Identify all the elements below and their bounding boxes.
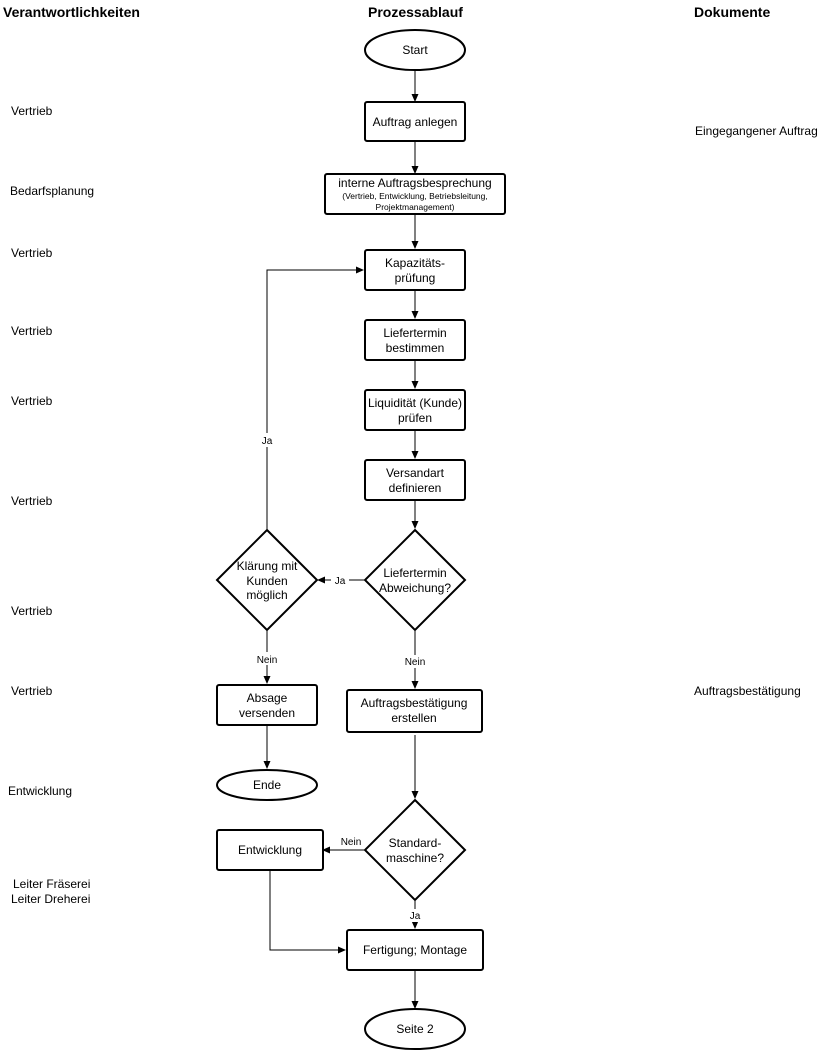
responsibility-label: Leiter Dreherei	[11, 892, 91, 906]
responsibility-label: Entwicklung	[8, 784, 73, 798]
decision-klaerung	[215, 528, 319, 632]
process-box-versandart	[364, 459, 466, 501]
ende-label: Ende	[253, 778, 281, 792]
document-label: Auftragsbestätigung	[694, 684, 801, 698]
responsibility-label: Vertrieb	[11, 604, 53, 618]
liquiditaet-label: Liquidität (Kunde)	[368, 396, 462, 410]
standard-label: maschine?	[386, 851, 444, 865]
edge-label-ja: Ja	[262, 436, 273, 447]
responsibility-label: Leiter Fräserei	[13, 877, 91, 891]
connector	[269, 870, 346, 954]
absage-label: Absage	[247, 691, 288, 705]
header-responsibilities: Verantwortlichkeiten	[3, 4, 140, 20]
seite2-label: Seite 2	[396, 1022, 434, 1036]
edge-label-nein: Nein	[257, 655, 278, 666]
fertigung-label: Fertigung; Montage	[363, 943, 467, 957]
responsibility-label: Vertrieb	[11, 104, 53, 118]
process-box-besprechung	[324, 173, 506, 215]
liquiditaet-label: prüfen	[398, 411, 432, 425]
process-box-fertigung	[346, 929, 484, 971]
process-box-auftrag-anlegen	[364, 101, 466, 142]
start-node	[364, 29, 466, 71]
edge-label-ja: Ja	[410, 911, 421, 922]
header-process: Prozessablauf	[368, 4, 463, 20]
responsibility-label: Vertrieb	[11, 684, 53, 698]
responsibility-label: Vertrieb	[11, 394, 53, 408]
process-box-liquiditaet	[364, 389, 466, 431]
page-connector-seite2	[364, 1008, 466, 1050]
auftrag-anlegen-label: Auftrag anlegen	[373, 115, 458, 129]
header-documents: Dokumente	[694, 4, 771, 20]
decision-standardmaschine	[363, 798, 467, 902]
liefertermin-label: bestimmen	[386, 341, 445, 355]
responsibility-label: Vertrieb	[11, 324, 53, 338]
process-box-entwicklung	[216, 829, 324, 871]
responsibility-label: Vertrieb	[11, 246, 53, 260]
process-box-absage	[216, 684, 318, 726]
besprechung-detail: Projektmanagement)	[376, 202, 455, 212]
process-box-bestaetigung	[346, 689, 483, 733]
abweichung-label: Abweichung?	[379, 581, 451, 595]
klaerung-label: Klärung mit	[237, 559, 298, 573]
start-label: Start	[402, 43, 428, 57]
standard-label: Standard-	[389, 836, 442, 850]
bestaetigung-label: erstellen	[391, 711, 436, 725]
loop-connector	[266, 266, 364, 530]
versandart-label: definieren	[389, 481, 442, 495]
edge-label-nein: Nein	[405, 657, 426, 668]
bestaetigung-label: Auftragsbestätigung	[361, 696, 468, 710]
responsibility-label: Vertrieb	[11, 494, 53, 508]
document-label: Eingegangener Auftrag	[695, 124, 818, 138]
process-box-kapazitaet	[364, 249, 466, 291]
end-node	[216, 769, 318, 801]
besprechung-detail: (Vertrieb, Entwicklung, Betriebsleitung,	[342, 191, 488, 201]
klaerung-label: möglich	[246, 588, 287, 602]
abweichung-label: Liefertermin	[383, 566, 446, 580]
kapazitaet-label: prüfung	[395, 271, 436, 285]
klaerung-label: Kunden	[246, 574, 287, 588]
absage-label: versenden	[239, 706, 295, 720]
versandart-label: Versandart	[386, 466, 445, 480]
edge-label-ja: Ja	[335, 576, 346, 587]
process-box-liefertermin	[364, 319, 466, 361]
liefertermin-label: Liefertermin	[383, 326, 446, 340]
responsibility-label: Bedarfsplanung	[10, 184, 95, 198]
kapazitaet-label: Kapazitäts-	[385, 256, 445, 270]
edge-label-nein: Nein	[341, 837, 362, 848]
besprechung-title: interne Auftragsbesprechung	[338, 176, 491, 190]
decision-abweichung	[363, 528, 467, 632]
entwicklung-label: Entwicklung	[238, 843, 302, 857]
